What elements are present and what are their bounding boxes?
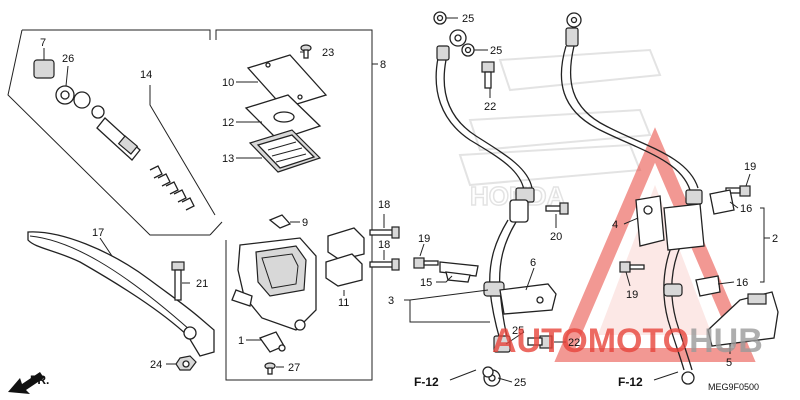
callout-13: 13: [222, 153, 234, 165]
holder-part: [325, 227, 365, 287]
three-way-joint-part: [635, 195, 705, 251]
callout-11: 11: [338, 297, 349, 309]
callout-4: 4: [612, 219, 618, 231]
brake-lever-part: [27, 231, 215, 357]
watermark-brand-part2: MOTO: [588, 322, 689, 360]
callout-1: 1: [238, 335, 244, 347]
callout-19-center: 19: [418, 233, 430, 245]
boot-part: [33, 59, 55, 79]
callout-18-lower: 18: [378, 239, 390, 251]
callout-17: 17: [92, 227, 104, 239]
direction-label: FR.: [30, 373, 49, 387]
diagram-code: MEG9F0500: [708, 382, 759, 392]
watermark-brand-part3: HUB: [689, 322, 763, 360]
callout-15: 15: [420, 277, 432, 289]
master-cylinder-body-part: [231, 237, 317, 331]
callout-5: 5: [726, 357, 732, 369]
callout-16-lower: 16: [736, 277, 748, 289]
right-clamp-upper-part: [709, 189, 735, 215]
callout-20: 20: [550, 231, 562, 243]
callout-19-right-lower: 19: [626, 289, 638, 301]
right-clamp-lower-part: [695, 275, 721, 297]
callout-21: 21: [196, 278, 208, 290]
diaphragm-plate-part: [244, 94, 322, 141]
callout-3: 3: [388, 295, 394, 307]
pivot-bolt-part: [171, 261, 185, 301]
hose-guide-part: [499, 283, 557, 315]
callout-2: 2: [772, 233, 778, 245]
leader-lines: [43, 17, 770, 383]
callout-8: 8: [380, 59, 386, 71]
callout-12: 12: [222, 117, 234, 129]
callout-16-upper: 16: [740, 203, 752, 215]
callout-9: 9: [302, 217, 308, 229]
watermark-brand: AUTOMOTOHUB: [492, 322, 763, 360]
callout-6: 6: [530, 257, 536, 269]
callout-25-a: 25: [462, 13, 474, 25]
callout-25-b: 25: [490, 45, 502, 57]
ref-label-left: F-12: [414, 375, 439, 389]
callout-22-upper: 22: [484, 101, 496, 113]
hose-clamp-part: [439, 261, 479, 283]
callout-14: 14: [140, 69, 152, 81]
callout-25-c: 25: [512, 325, 524, 337]
callout-19-right-upper: 19: [744, 161, 756, 173]
switch-screw-part: [264, 362, 276, 375]
upper-brake-hose-part: [435, 29, 535, 223]
callout-26: 26: [62, 53, 74, 65]
clip-part: [268, 214, 292, 229]
callout-7: 7: [40, 37, 46, 49]
clamp-bolt-part: [413, 257, 439, 269]
right-lower-hose-part: [663, 235, 695, 385]
callout-27: 27: [288, 362, 300, 374]
watermark-brand-part1: AUTO: [492, 322, 588, 360]
callout-25-d: 25: [514, 377, 526, 389]
piston-kit-group: [7, 29, 223, 236]
right-hose-guide-part: [707, 291, 779, 347]
reservoir-cap-part: [246, 54, 328, 109]
callout-24: 24: [150, 359, 162, 371]
joint-bolt-part: [545, 202, 569, 215]
ref-label-right: F-12: [618, 375, 643, 389]
piston-part: [96, 117, 141, 161]
spring-part: [149, 165, 195, 211]
callout-10: 10: [222, 77, 234, 89]
brake-switch-part: [258, 331, 286, 353]
callout-22-lower: 22: [568, 337, 580, 349]
callout-23: 23: [322, 47, 334, 59]
oil-bolt-lower-part: [527, 335, 553, 349]
right-bolt-lower-part: [619, 261, 645, 273]
right-upper-hose-part: [560, 12, 703, 205]
holder-bolt-upper-part: [369, 226, 400, 239]
oil-bolt-upper-part: [481, 61, 495, 89]
nut-part: [175, 355, 197, 371]
diaphragm-part: [248, 129, 322, 173]
front-arrow-icon: [8, 372, 44, 394]
warning-triangle-watermark: [554, 127, 756, 362]
callout-18-upper: 18: [378, 199, 390, 211]
screw-part: [300, 44, 312, 59]
reservoir-group-frame: [215, 29, 373, 381]
holder-bolt-lower-part: [369, 258, 400, 271]
sealing-washer-part: [433, 11, 494, 378]
